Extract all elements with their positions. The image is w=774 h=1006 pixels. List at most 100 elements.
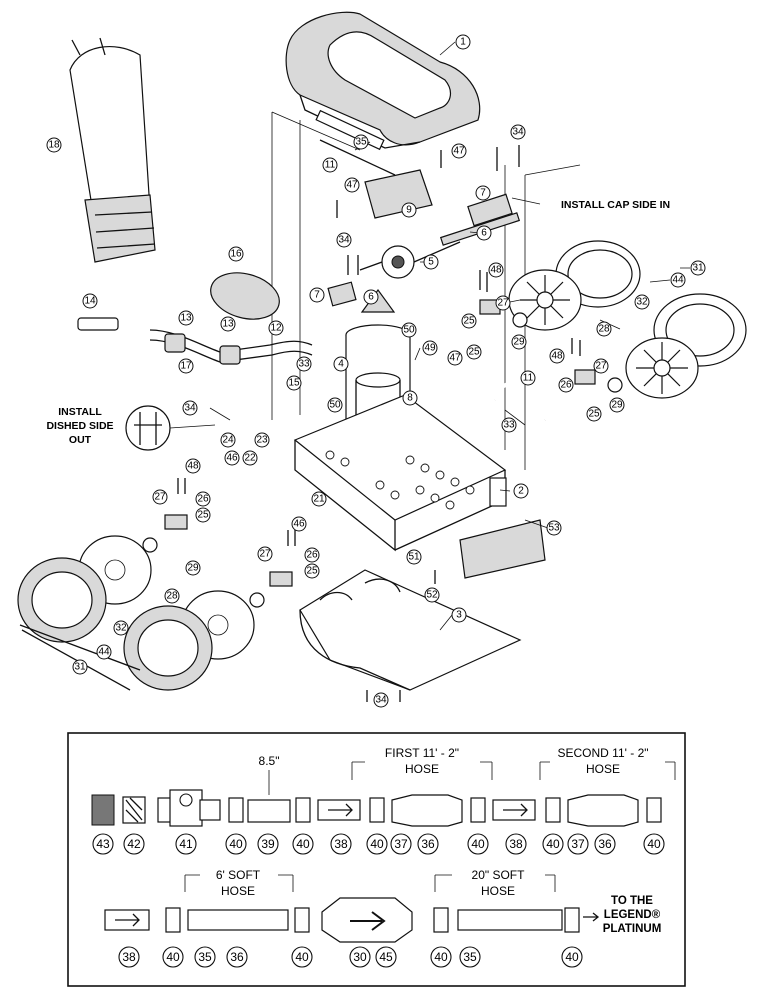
callout-13: 13 [178, 310, 194, 326]
callout-number: 36 [598, 837, 612, 851]
callout-number: 35 [355, 137, 367, 148]
callout-50: 50 [401, 322, 417, 338]
callout-40: 40 [292, 833, 314, 855]
callout-circle [291, 946, 313, 968]
callout-28: 28 [596, 321, 612, 337]
callout-number: 31 [692, 263, 704, 274]
callout-circle [513, 483, 529, 499]
callout-22: 22 [242, 450, 258, 466]
callout-circle [593, 358, 609, 374]
hose-kit-panel: 8.5" FIRST 11' - 2" HOSE SECOND 11' - 2"… [67, 732, 686, 987]
callout-number: 7 [480, 188, 486, 199]
callout-number: 33 [298, 359, 310, 370]
callout-38: 38 [330, 833, 352, 855]
callout-circle [228, 246, 244, 262]
callout-circle [558, 377, 574, 393]
install-dished-note-1: INSTALL [58, 406, 102, 418]
label-20in-soft-1: 20" SOFT [472, 868, 526, 882]
callout-number: 28 [598, 324, 610, 335]
callout-39: 39 [257, 833, 279, 855]
callout-number: 26 [560, 380, 572, 391]
callout-50: 50 [327, 397, 343, 413]
callout-circle [46, 137, 62, 153]
callout-circle [505, 833, 527, 855]
callout-38: 38 [118, 946, 140, 968]
callout-circle [123, 833, 145, 855]
callout-number: 51 [408, 552, 420, 563]
callout-circle [330, 833, 352, 855]
callout-number: 11 [325, 160, 336, 171]
bottom-skirt [299, 569, 522, 691]
callout-47: 47 [344, 177, 360, 193]
callout-number: 25 [588, 409, 600, 420]
callout-circle [501, 417, 517, 433]
callout-circle [511, 334, 527, 350]
callout-circle [291, 516, 307, 532]
callout-27: 27 [495, 295, 511, 311]
callout-34: 34 [510, 124, 526, 140]
label-second-hose-2: HOSE [586, 762, 620, 776]
callout-circle [424, 587, 440, 603]
callout-number: 13 [222, 319, 234, 330]
callout-40: 40 [430, 946, 452, 968]
callout-37: 37 [390, 833, 412, 855]
callout-number: 36 [230, 950, 244, 964]
callout-1: 1 [455, 34, 471, 50]
callout-number: 27 [154, 492, 166, 503]
callout-number: 37 [571, 837, 585, 851]
callout-circle [466, 344, 482, 360]
callout-27: 27 [257, 546, 273, 562]
callout-32: 32 [634, 294, 650, 310]
callout-number: 33 [503, 420, 515, 431]
callout-circle [567, 833, 589, 855]
callout-29: 29 [511, 334, 527, 350]
callout-44: 44 [96, 644, 112, 660]
callout-circle [609, 397, 625, 413]
callout-35: 35 [353, 134, 369, 150]
callout-25: 25 [466, 344, 482, 360]
callout-circle [257, 546, 273, 562]
callout-33: 33 [296, 356, 312, 372]
callout-47: 47 [451, 143, 467, 159]
callout-number: 6 [481, 228, 487, 239]
callout-circle [373, 692, 389, 708]
callout-2: 2 [513, 483, 529, 499]
callout-number: 44 [672, 275, 684, 286]
callout-number: 40 [370, 837, 384, 851]
callout-number: 3 [456, 610, 462, 621]
callout-35: 35 [194, 946, 216, 968]
callout-circle [467, 833, 489, 855]
right-wheels [479, 240, 747, 399]
callout-number: 40 [296, 837, 310, 851]
callout-28: 28 [164, 588, 180, 604]
callout-circle [546, 520, 562, 536]
callout-circle [304, 563, 320, 579]
label-6ft-soft-2: HOSE [221, 884, 255, 898]
callout-48: 48 [549, 348, 565, 364]
callout-number: 40 [434, 950, 448, 964]
callout-34: 34 [336, 232, 352, 248]
callout-circle [596, 321, 612, 337]
callout-number: 24 [222, 435, 234, 446]
callout-circle [417, 833, 439, 855]
callout-circle [594, 833, 616, 855]
callout-circle [451, 607, 467, 623]
callout-42: 42 [123, 833, 145, 855]
callout-circle [353, 134, 369, 150]
callout-number: 42 [127, 837, 141, 851]
callout-circle [349, 946, 371, 968]
callout-25: 25 [195, 507, 211, 523]
callout-circle [422, 340, 438, 356]
callout-circle [495, 295, 511, 311]
callout-number: 25 [463, 316, 475, 327]
callout-circle [586, 406, 602, 422]
callout-number: 1 [460, 37, 466, 48]
callout-40: 40 [561, 946, 583, 968]
callout-number: 47 [453, 146, 465, 157]
callout-25: 25 [586, 406, 602, 422]
callout-number: 23 [256, 435, 268, 446]
callout-circle [401, 322, 417, 338]
